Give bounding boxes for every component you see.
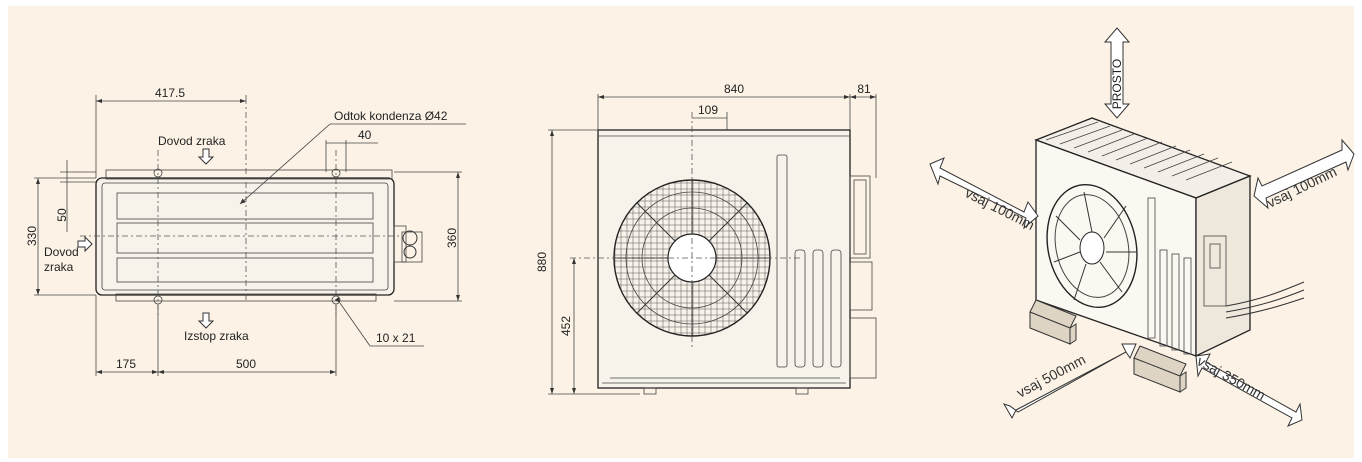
air-inlet-top-arrow [197, 148, 215, 165]
side-air-inlet-label-line2: zraka [44, 260, 74, 274]
dim-81-label: 81 [857, 82, 871, 96]
dim-360-label: 360 [445, 228, 459, 248]
front-right-clearance-label: vsaj 350mm [1195, 353, 1269, 404]
top-view-drawing: 417.5 Odtok kondenza Ø42 40 Dovod zraka … [25, 86, 466, 376]
dim-452-label: 452 [559, 316, 573, 336]
front-grille-bar [812, 249, 824, 368]
front-grille-bar [794, 249, 806, 368]
right-clearance-arrow: vsaj 100mm [1253, 138, 1355, 211]
top-panel-strip [116, 222, 374, 254]
side-air-inlet-arrow [77, 235, 93, 253]
dim-417-label: 417.5 [155, 86, 185, 100]
dim-175-label: 175 [116, 357, 136, 371]
top-view-unit-body [95, 177, 395, 296]
dim-840-label: 840 [724, 82, 744, 96]
dim-40-label: 40 [358, 128, 372, 142]
top-panel-strip [116, 257, 374, 283]
dim-109-label: 109 [698, 103, 718, 117]
top-clearance-arrow [1103, 27, 1131, 119]
mounting-slot-label: 10 x 21 [376, 331, 416, 345]
isometric-outdoor-unit [1029, 117, 1305, 393]
front-grille-bar [776, 154, 788, 368]
dim-50-label: 50 [55, 208, 69, 222]
dim-330-label: 330 [25, 226, 39, 246]
pipe-connection-valves [393, 225, 423, 263]
support-block [1133, 345, 1187, 393]
support-block [1029, 299, 1077, 345]
side-air-inlet-label-line1: Dovod [44, 245, 79, 259]
clearance-view-drawing: PROSTO [929, 27, 1355, 427]
condensate-drain-label: Odtok kondenza Ø42 [334, 109, 448, 123]
air-inlet-top-label: Dovod zraka [158, 134, 226, 148]
left-clearance-arrow: vsaj 100mm [929, 157, 1039, 233]
air-outlet-arrow [197, 312, 215, 329]
front-right-clearance-arrow: vsaj 350mm [1195, 353, 1303, 427]
top-clearance-label: PROSTO [1110, 59, 1124, 109]
front-grille-bar [830, 249, 842, 368]
front-view-drawing: 840 81 109 880 452 [535, 82, 877, 395]
air-outlet-label: Izstop zraka [184, 329, 249, 343]
front-left-clearance-arrow: vsaj 500mm [1002, 343, 1137, 420]
top-panel-strip [116, 192, 374, 220]
dim-500-label: 500 [236, 357, 256, 371]
dim-880-label: 880 [535, 252, 549, 272]
